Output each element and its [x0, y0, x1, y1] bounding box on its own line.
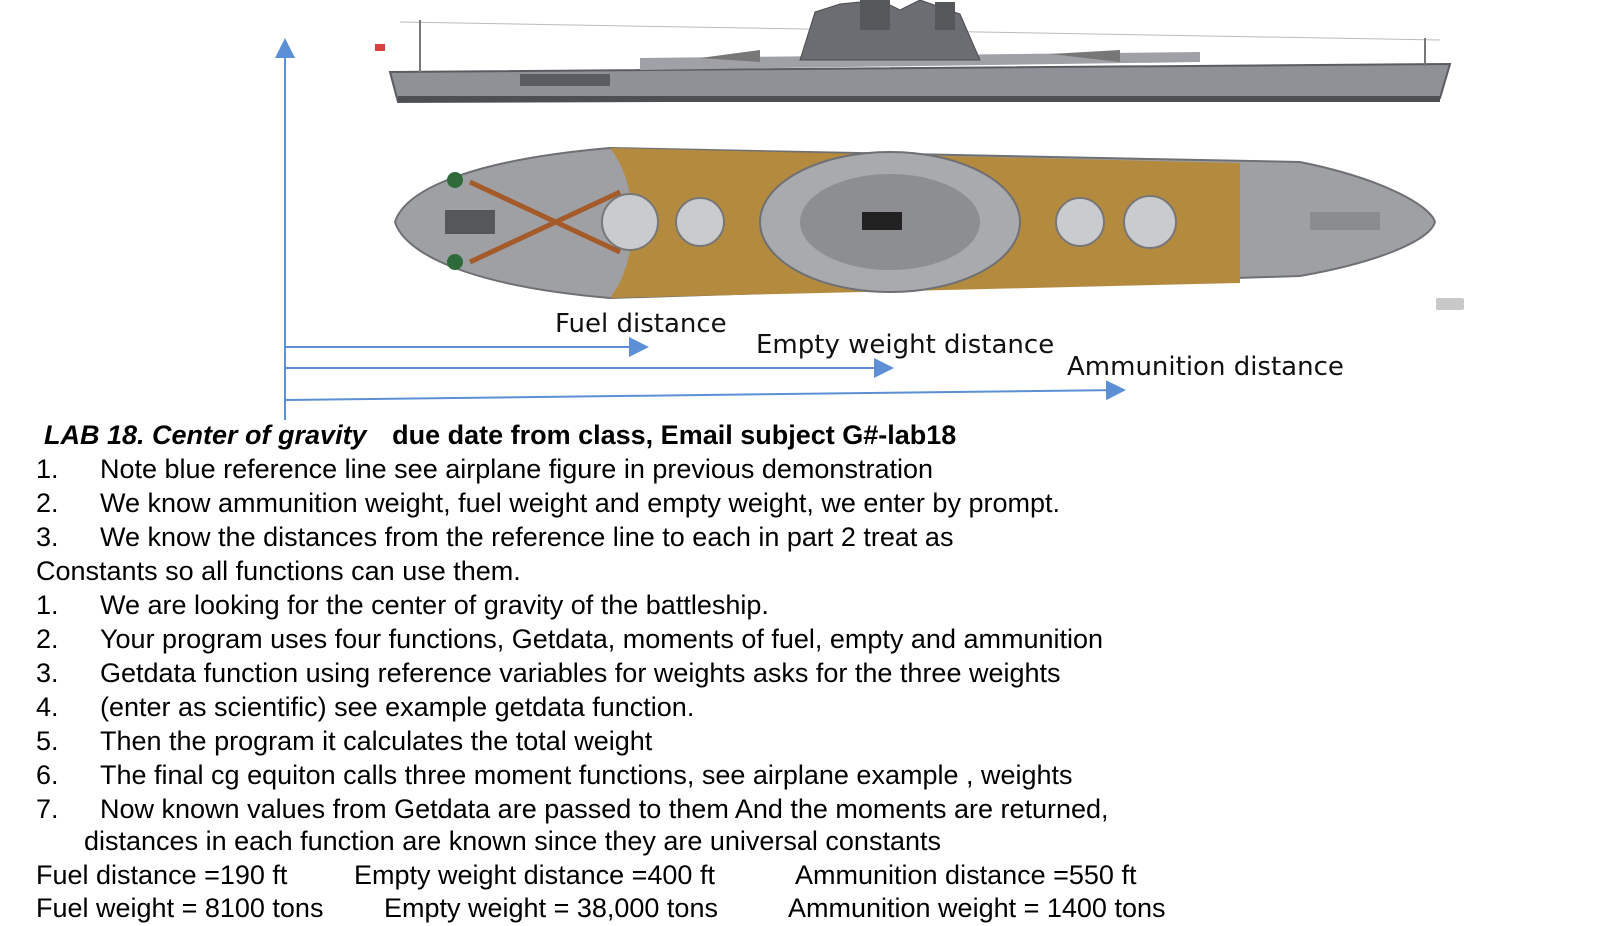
empty-weight-distance-label: Empty weight distance [756, 330, 1055, 360]
battleship-figure [275, 0, 1464, 420]
ammunition-distance-value: Ammunition distance =550 ft [795, 860, 1137, 890]
list-number: 6. [36, 760, 59, 790]
empty-weight-distance-value: Empty weight distance =400 ft [354, 860, 715, 890]
list-text: Getdata function using reference variabl… [100, 658, 1061, 688]
list-text: Now known values from Getdata are passed… [100, 794, 1109, 824]
list-number: 1. [36, 590, 59, 620]
lab-title-details: due date from class, Email subject G#-la… [392, 420, 957, 450]
list-number: 4. [36, 692, 59, 722]
constants-line: Constants so all functions can use them. [36, 556, 521, 586]
list-number: 7. [36, 794, 59, 824]
list-text: Your program uses four functions, Getdat… [100, 624, 1104, 654]
list-number: 2. [36, 624, 59, 654]
fuel-distance-label: Fuel distance [555, 309, 727, 339]
ship-side-view [375, 0, 1452, 104]
list-number: 1. [36, 454, 59, 484]
lab-title-main: LAB 18. Center of gravity [44, 420, 367, 450]
list-number: 5. [36, 726, 59, 756]
list-text: Note blue reference line see airplane fi… [100, 454, 933, 484]
fuel-weight-value: Fuel weight = 8100 tons [36, 893, 324, 923]
ammunition-distance-arrow [284, 380, 1126, 401]
list-number: 3. [36, 522, 59, 552]
list-text: The final cg equiton calls three moment … [100, 760, 1073, 790]
list-number: 3. [36, 658, 59, 688]
list-text: We know the distances from the reference… [100, 522, 954, 552]
list-text: We are looking for the center of gravity… [100, 590, 769, 620]
list-text: (enter as scientific) see example getdat… [100, 692, 695, 722]
empty-weight-value: Empty weight = 38,000 tons [384, 893, 718, 923]
list-text: Then the program it calculates the total… [100, 726, 653, 756]
lab-title: LAB 18. Center of gravity due date from … [44, 420, 956, 451]
ammunition-weight-value: Ammunition weight = 1400 tons [788, 893, 1166, 923]
fuel-distance-value: Fuel distance =190 ft [36, 860, 288, 890]
ship-top-view [393, 146, 1464, 310]
list-number: 2. [36, 488, 59, 518]
continuation-line: distances in each function are known sin… [84, 826, 941, 856]
ammunition-distance-label: Ammunition distance [1067, 352, 1344, 382]
list-text: We know ammunition weight, fuel weight a… [100, 488, 1060, 518]
